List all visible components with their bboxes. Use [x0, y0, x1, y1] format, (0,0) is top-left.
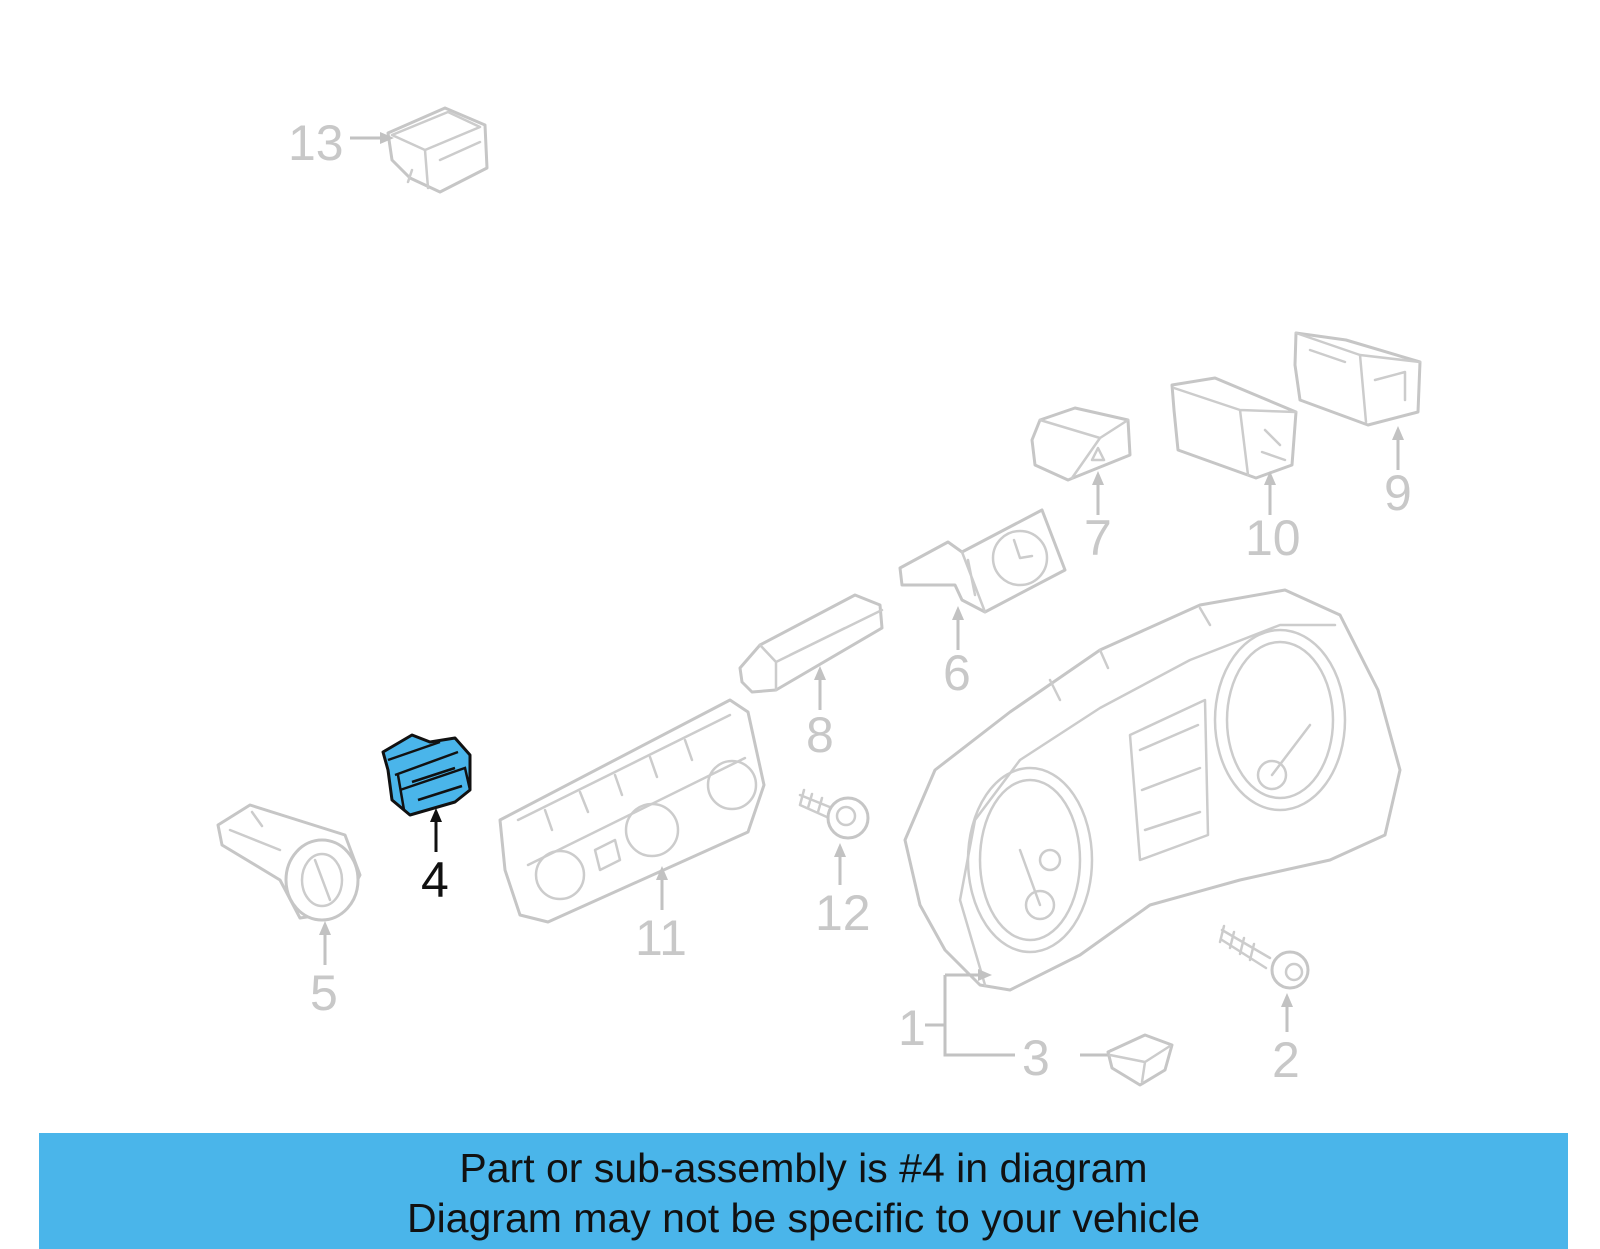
leader-4 — [430, 808, 442, 852]
part-11-climate-control[interactable] — [498, 698, 766, 924]
part-4-switch-highlighted[interactable] — [381, 733, 472, 817]
part-12-screw[interactable] — [798, 788, 870, 840]
callout-8: 8 — [806, 707, 834, 763]
part-1-instrument-cluster[interactable] — [903, 588, 1402, 992]
leader-8 — [814, 666, 826, 710]
callout-12: 12 — [815, 885, 871, 941]
callout-9: 9 — [1384, 465, 1412, 521]
part-7-switch[interactable] — [1030, 406, 1132, 482]
banner-line-disclaimer: Diagram may not be specific to your vehi… — [406, 1195, 1200, 1241]
part-10-switch[interactable] — [1170, 376, 1298, 480]
callout-2: 2 — [1272, 1032, 1300, 1088]
callout-13: 13 — [288, 115, 344, 171]
part-6-clock[interactable] — [898, 508, 1067, 614]
callout-3: 3 — [1022, 1030, 1050, 1086]
banner-line-part-number: Part or sub-assembly is #4 in diagram — [459, 1145, 1148, 1191]
leader-13 — [350, 132, 394, 144]
callout-11: 11 — [635, 910, 687, 966]
callout-10: 10 — [1245, 510, 1301, 566]
leader-10 — [1264, 471, 1276, 515]
part-13-switch[interactable] — [386, 106, 489, 194]
leader-6 — [952, 606, 964, 650]
leader-12 — [834, 843, 846, 885]
part-8-switch-strip[interactable] — [738, 593, 884, 694]
callout-5: 5 — [310, 965, 338, 1021]
part-2-screw[interactable] — [1218, 924, 1310, 990]
callout-4: 4 — [421, 852, 449, 908]
leader-9 — [1392, 426, 1404, 470]
leader-7 — [1092, 471, 1104, 515]
callout-7: 7 — [1084, 510, 1112, 566]
part-5-headlight-switch[interactable] — [216, 803, 362, 922]
part-9-switch[interactable] — [1293, 331, 1422, 427]
leader-11 — [656, 866, 668, 910]
callout-1: 1 — [898, 1000, 926, 1056]
leader-2 — [1281, 993, 1293, 1032]
callout-6: 6 — [943, 645, 971, 701]
leader-5 — [319, 921, 331, 965]
part-3-connector[interactable] — [1106, 1033, 1174, 1087]
info-banner: Part or sub-assembly is #4 in diagram Di… — [39, 1133, 1568, 1249]
